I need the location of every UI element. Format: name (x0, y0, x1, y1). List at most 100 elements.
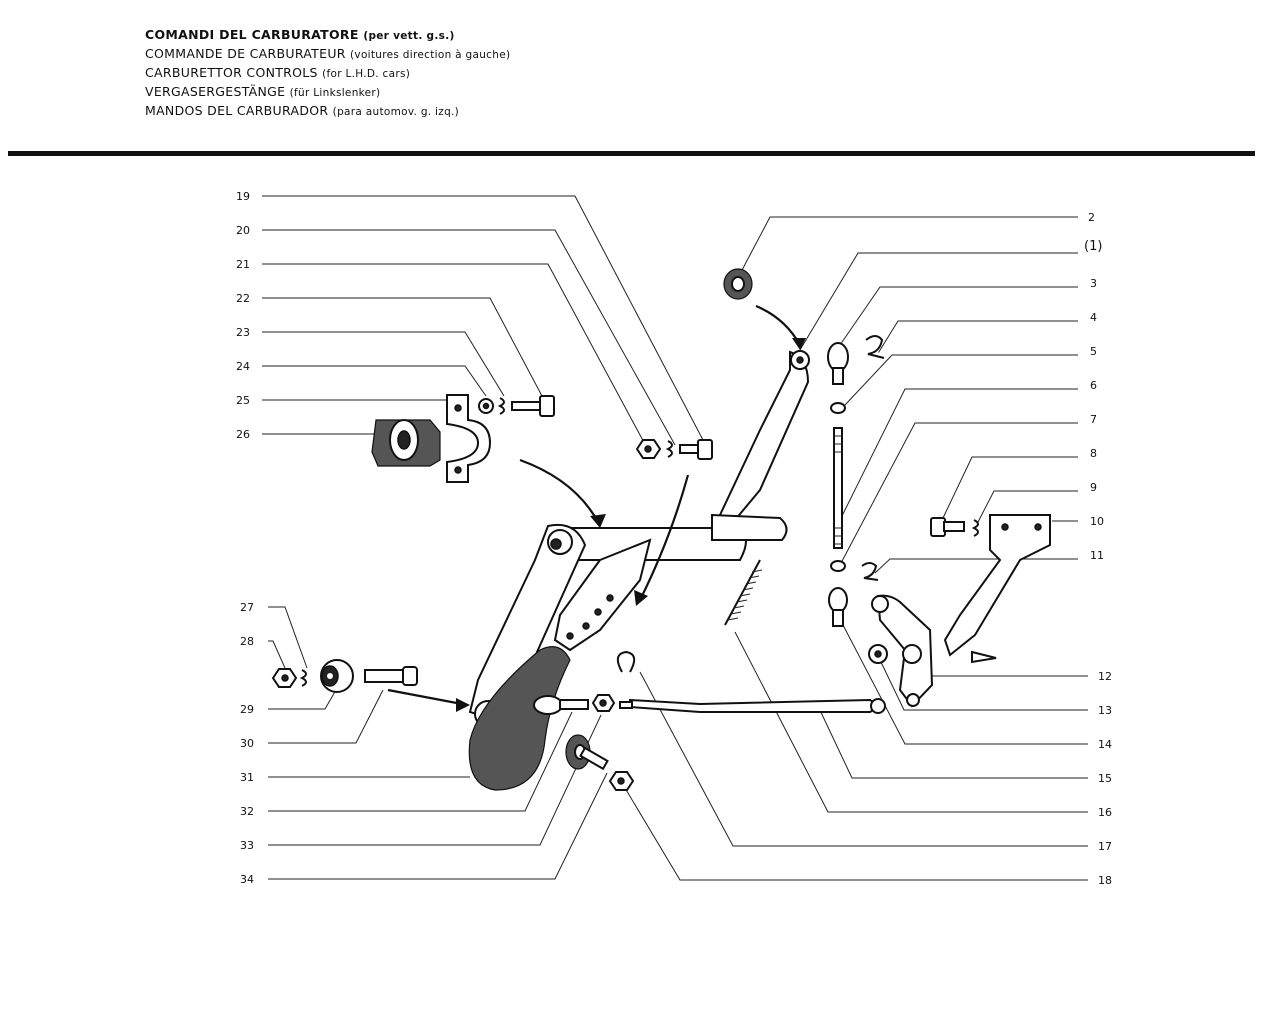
leader-24 (262, 365, 487, 397)
part-5-nut (830, 402, 846, 414)
leader-19 (262, 195, 704, 441)
leader-4 (876, 320, 1078, 356)
part-23-lock-washer (497, 397, 505, 415)
leader-3 (839, 286, 1078, 346)
part-27-nut (271, 668, 298, 688)
leader-14 (842, 624, 1088, 745)
part-2-grommet (723, 268, 753, 300)
part-26-bush (371, 419, 441, 467)
callout-9: 9 (1090, 481, 1097, 494)
callout-11: 11 (1090, 549, 1104, 562)
callout-10: 10 (1090, 515, 1104, 528)
part-28-lock-washer (299, 669, 307, 687)
callout-4: 4 (1090, 311, 1097, 324)
leader-30 (268, 689, 384, 744)
part-4-clip (865, 335, 885, 359)
leader-34 (268, 772, 608, 880)
leader-27 (268, 606, 308, 669)
part-11-clip (861, 562, 879, 581)
part-6-threaded-rod (833, 427, 843, 549)
leader-5 (844, 354, 1078, 406)
title-french: COMMANDE DE CARBURATEUR (voitures direct… (145, 46, 511, 61)
leader-1 (799, 252, 1078, 351)
callout-21: 21 (236, 258, 250, 271)
callout-7: 7 (1090, 413, 1097, 426)
right-callout-numbers: 2 (1) 3 4 5 6 7 8 9 10 11 12 13 14 15 16… (1084, 211, 1112, 887)
leader-22 (262, 297, 543, 397)
callout-33: 33 (240, 839, 254, 852)
callout-13: 13 (1098, 704, 1112, 717)
callout-34: 34 (240, 873, 254, 886)
callout-18: 18 (1098, 874, 1112, 887)
leader-18 (621, 782, 1088, 881)
part-7-nut (830, 560, 846, 572)
part-19-bolt (679, 439, 713, 460)
leader-15 (817, 705, 1088, 779)
arrow-bolt (639, 474, 690, 601)
part-16-spring (724, 559, 763, 626)
callout-6: 6 (1090, 379, 1097, 392)
leader-2 (740, 216, 1078, 273)
part-25-clamp-bracket (446, 394, 492, 483)
callout-22: 22 (236, 292, 250, 305)
part-13-washer (868, 644, 888, 664)
leader-6 (839, 388, 1078, 521)
arrow-pin (387, 688, 463, 706)
part-22-bolt (511, 395, 555, 417)
leader-lines (262, 195, 1088, 881)
title-german: VERGASERGESTÄNGE (für Linkslenker) (145, 84, 381, 99)
callout-29: 29 (240, 703, 254, 716)
part-9-lock-washer (971, 519, 979, 537)
callout-25: 25 (236, 394, 250, 407)
part-34-nut (608, 771, 635, 791)
leader-29 (268, 689, 337, 710)
callout-26: 26 (236, 428, 250, 441)
title-spanish: MANDOS DEL CARBURADOR (para automov. g. … (145, 103, 460, 118)
leader-7 (839, 422, 1078, 566)
callout-28: 28 (240, 635, 254, 648)
callout-2: 2 (1088, 211, 1095, 224)
part-21-nut (635, 439, 662, 459)
leader-9 (977, 490, 1078, 523)
part-20-lock-washer (665, 440, 673, 458)
callout-20: 20 (236, 224, 250, 237)
callout-30: 30 (240, 737, 254, 750)
leader-23 (262, 331, 505, 397)
leader-21 (262, 263, 648, 449)
callout-32: 32 (240, 805, 254, 818)
callout-1-note: (1) (1084, 239, 1102, 254)
title-block: COMANDI DEL CARBURATORE (per vett. g.s.)… (145, 26, 510, 121)
leader-13 (879, 659, 1088, 711)
title-english: CARBURETTOR CONTROLS (for L.H.D. cars) (145, 65, 411, 80)
callout-24: 24 (236, 360, 250, 373)
callout-19: 19 (236, 190, 250, 203)
part-30-pin-bolt (364, 666, 418, 686)
header-rule (8, 151, 1255, 156)
arrow-bracket (519, 458, 599, 523)
part-12-bellcrank (871, 594, 934, 708)
title-italian: COMANDI DEL CARBURATORE (per vett. g.s.) (145, 27, 455, 42)
callout-15: 15 (1098, 772, 1112, 785)
leader-33 (268, 714, 602, 846)
left-callout-numbers: 19 20 21 22 23 24 25 26 27 28 29 30 31 3… (236, 190, 254, 886)
leader-28 (268, 640, 286, 669)
part-15-control-rod (619, 698, 886, 714)
leader-32 (268, 711, 573, 812)
callout-16: 16 (1098, 806, 1112, 819)
callout-5: 5 (1090, 345, 1097, 358)
part-3-ball-socket (827, 342, 849, 385)
callout-17: 17 (1098, 840, 1112, 853)
callout-27: 27 (240, 601, 254, 614)
leader-8 (942, 456, 1078, 519)
part-33-stud (579, 746, 609, 771)
main-lever-assembly (468, 350, 810, 728)
part-32-ball-joint (533, 695, 589, 715)
part-17-clip (616, 650, 636, 673)
callout-12: 12 (1098, 670, 1112, 683)
part-29-bush (320, 659, 354, 693)
leader-17 (639, 671, 1088, 847)
split-pin (971, 650, 997, 664)
part-14-ball-socket (828, 587, 848, 627)
part-8-bolt (930, 517, 965, 537)
